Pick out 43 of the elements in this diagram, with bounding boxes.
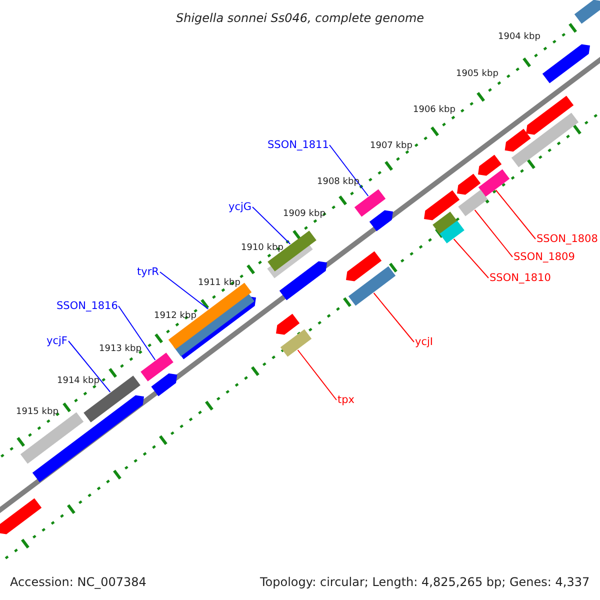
gene-label: SSON_1810 xyxy=(490,272,551,283)
position-label: 1905 kbp xyxy=(456,70,498,78)
gene-feature-bar xyxy=(354,189,386,217)
position-label: 1904 kbp xyxy=(498,32,540,42)
accession-label: Accession: NC_007384 xyxy=(10,576,146,588)
gene-feature-bar xyxy=(458,190,488,216)
position-label: 1912 kbp xyxy=(154,312,196,320)
gene-feature-bar xyxy=(140,352,174,382)
leader-line xyxy=(329,144,369,196)
position-label: 1906 kbp xyxy=(413,106,456,114)
position-label: 1909 kbp xyxy=(283,210,326,218)
gene-label: SSON_1808 xyxy=(536,234,598,244)
leader-line xyxy=(160,272,209,310)
leader-line xyxy=(474,210,513,258)
leader-line xyxy=(68,340,111,392)
gene-feature-bar xyxy=(84,376,140,422)
gene-label: ycjI xyxy=(415,336,434,347)
leader-line xyxy=(118,306,156,360)
gene-label: ycjG xyxy=(228,202,252,212)
position-label: 1913 kbp xyxy=(99,344,142,354)
gene-feature-bar xyxy=(280,329,312,357)
title: Shigella sonnei Ss046, complete genome xyxy=(176,12,424,24)
gene-label: SSON_1816 xyxy=(56,300,118,311)
gene-feature-bar xyxy=(478,169,510,197)
leader-line xyxy=(373,292,414,342)
position-label: 1915 kbp xyxy=(16,408,58,416)
position-label: 1907 kbp xyxy=(370,142,412,150)
leader-line xyxy=(453,238,489,278)
gene-feature-bar xyxy=(440,220,464,244)
leader-line xyxy=(495,190,536,240)
position-label: 1910 kbp xyxy=(241,244,284,252)
gene-feature-bar xyxy=(268,230,316,272)
gene-label: ycjF xyxy=(46,336,68,346)
leader-line xyxy=(297,350,337,400)
gene-label: tyrR xyxy=(137,266,159,277)
position-label: 1911 kbp xyxy=(198,278,240,288)
gene-label: SSON_1809 xyxy=(514,252,575,262)
leader-line xyxy=(252,206,291,244)
position-label: 1914 kbp xyxy=(57,376,100,386)
genome-summary: Topology: circular; Length: 4,825,265 bp; Genes: 4,337 xyxy=(260,576,590,588)
gene-feature-bar xyxy=(348,266,396,306)
gene-label: SSON_1811 xyxy=(268,140,329,150)
gene-label: tpx xyxy=(338,394,354,405)
